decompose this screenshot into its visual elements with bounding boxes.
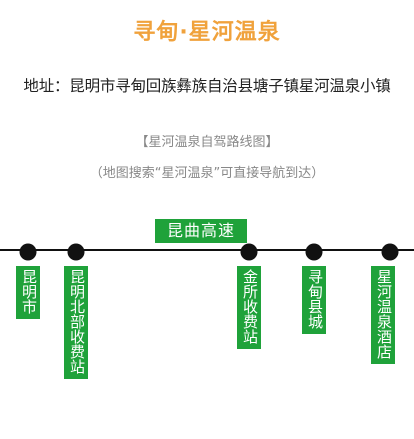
stop-label-kunming-north-toll: 昆明北部收费站 [64,266,88,379]
route-line [0,249,414,251]
stop-label-xinghe-hotel: 星河温泉酒店 [371,266,395,364]
highway-label: 昆曲高速 [155,219,247,243]
address-text: 地址：昆明市寻甸回族彝族自治县塘子镇星河温泉小镇 [23,77,391,95]
stop-marker-xinghe-hotel [381,243,399,261]
stop-marker-kunming-north-toll [67,243,85,261]
navigation-note: （地图搜索“星河温泉”可直接导航到达） [89,166,325,181]
route-map-caption: 【星河温泉自驾路线图】 [135,135,279,150]
stop-label-kunming: 昆明市 [16,266,40,319]
stop-marker-jinsuo-toll [240,243,258,261]
stop-label-jinsuo-toll: 金所收费站 [237,266,261,349]
page-title: 寻甸·星河温泉 [133,20,281,45]
stop-marker-kunming [19,243,37,261]
stop-label-xundian-county: 寻甸县城 [302,266,326,334]
stop-marker-xundian-county [305,243,323,261]
